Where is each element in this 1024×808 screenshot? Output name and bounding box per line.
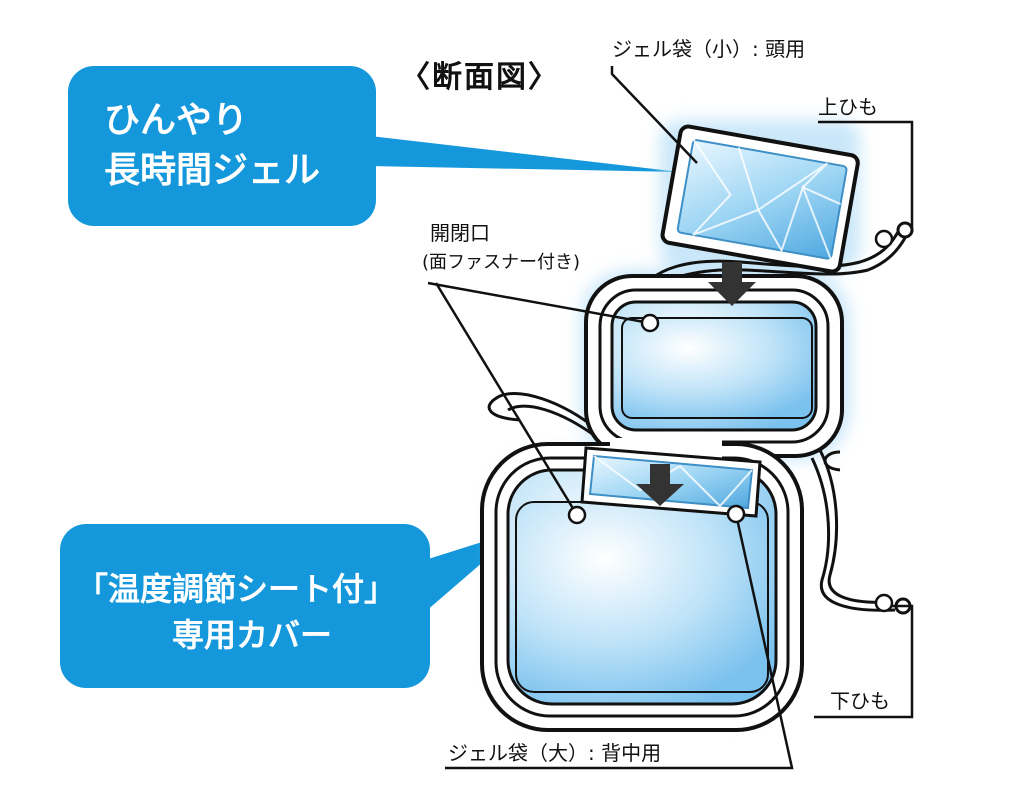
leader-lower-string	[814, 604, 914, 719]
leader-opening-2	[434, 282, 579, 516]
lower-string	[487, 392, 912, 615]
callout-gel: ひんやり 長時間ジェル	[68, 66, 376, 226]
leader-gel-large	[445, 513, 794, 770]
leader-lines	[427, 66, 914, 770]
lower-cover-compartment	[480, 442, 804, 732]
callout-cover-line1: 「温度調節シート付」	[76, 570, 397, 608]
gel-large-pointer	[726, 504, 746, 524]
label-gel-large: ジェル袋（大）: 背中用	[448, 741, 662, 765]
opening-pointer-bottom	[567, 505, 587, 525]
label-gel-small: ジェル袋（小）: 頭用	[612, 37, 806, 61]
upper-string-pointer	[874, 229, 894, 249]
callout-cover: 「温度調節シート付」 専用カバー	[60, 524, 430, 688]
callout-top-pointer	[370, 136, 680, 172]
leader-gel-small	[610, 66, 698, 164]
leader-upper-string	[818, 120, 914, 232]
gel-pack-large	[580, 446, 762, 518]
diagram-heading: 〈断面図〉	[400, 60, 560, 95]
gel-pack-small	[660, 124, 860, 274]
label-opening-note: (面ファスナー付き)	[422, 252, 581, 273]
callout-gel-line2: 長時間ジェル	[104, 150, 321, 191]
upper-cover-compartment	[584, 274, 844, 458]
insert-arrow-top	[708, 262, 756, 306]
leader-opening-1	[427, 281, 651, 325]
callout-gel-line1: ひんやり	[104, 100, 249, 141]
insert-arrow-bottom	[636, 464, 684, 506]
lower-string-pointer	[874, 593, 894, 613]
label-upper-string: 上ひも	[818, 95, 878, 119]
label-lower-string: 下ひも	[830, 689, 890, 713]
opening-pointer-top	[640, 313, 660, 333]
label-opening: 開閉口	[430, 221, 490, 245]
callout-cover-line2: 専用カバー	[172, 616, 333, 654]
